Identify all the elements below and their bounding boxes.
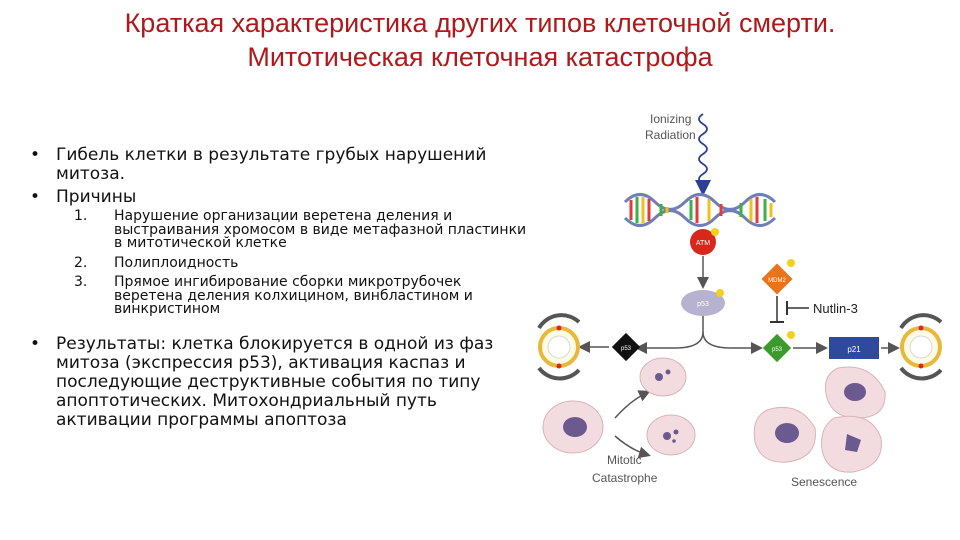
bullet-causes-text: Причины — [56, 187, 137, 207]
bullet-death: • Гибель клетки в результате грубых нару… — [30, 146, 530, 184]
cell-cycle-left — [537, 313, 581, 381]
p53-right-node — [762, 333, 792, 363]
radiation-label-1: Ionizing — [650, 112, 691, 126]
bullet-list: • Гибель клетки в результате грубых нару… — [30, 146, 530, 430]
radiation-label-2: Radiation — [645, 128, 696, 142]
bullet-results-text: Результаты: клетка блокируется в одной и… — [56, 333, 494, 430]
nutlin-label: Nutlin-3 — [813, 301, 858, 316]
title-line-1: Краткая характеристика других типов клет… — [124, 8, 836, 38]
slide-title: Краткая характеристика других типов клет… — [0, 6, 960, 74]
p53-branch-right — [702, 331, 763, 354]
mitotic-arrow-upper — [614, 390, 651, 419]
atm-node — [690, 229, 716, 255]
p21-node — [829, 337, 879, 359]
bullet-death-text: Гибель клетки в результате грубых наруше… — [56, 145, 487, 184]
senescent-cell-2 — [753, 406, 816, 463]
cause-text: Прямое ингибирование сборки микротрубоче… — [114, 274, 473, 317]
p53-right-label: p53 — [772, 347, 783, 353]
p53-left-label: p53 — [621, 346, 632, 352]
bullet-dot: • — [30, 333, 41, 354]
bullet-results: • Результаты: клетка блокируется в одной… — [30, 333, 526, 430]
radiation-pathway-diagram: Ionizing Radiation ATM MDM — [537, 112, 943, 489]
senescent-cell-3 — [821, 415, 882, 473]
bullet-dot: • — [30, 145, 41, 165]
mdm2-label: MDM2 — [768, 278, 786, 284]
mitotic-arrow-lower — [614, 435, 651, 459]
p53-right-phospho — [787, 331, 795, 339]
p21-label: p21 — [847, 345, 861, 354]
cause-text: Нарушение организации веретена деления и… — [114, 208, 527, 251]
mdm2-phospho — [787, 259, 795, 267]
bullet-dot: • — [30, 187, 41, 207]
title-line-2: Митотическая клеточная катастрофа — [247, 42, 713, 72]
cell-cycle-right — [899, 313, 943, 381]
cause-number: 2. — [74, 254, 88, 271]
radiation-wave — [698, 113, 708, 185]
senescence-label: Senescence — [791, 475, 857, 489]
cause-number: 1. — [74, 208, 88, 224]
p53-node — [681, 290, 725, 316]
p53-phospho — [716, 289, 724, 297]
mitotic-cell-upper — [639, 357, 687, 397]
cause-number: 3. — [74, 274, 88, 290]
dna-helix — [623, 193, 777, 227]
bullet-causes: • Причины — [30, 188, 530, 207]
mitotic-label-2: Catastrophe — [592, 471, 658, 485]
mitotic-cell-parent — [542, 400, 604, 454]
atm-phospho — [711, 228, 719, 236]
p53-label: p53 — [697, 301, 709, 308]
atm-label: ATM — [696, 240, 710, 247]
mitotic-cell-lower — [646, 414, 696, 456]
cause-item: 2. Полиплоидность — [30, 254, 530, 271]
mitotic-label-1: Mitotic — [607, 453, 642, 467]
cause-item: 1. Нарушение организации веретена делени… — [30, 208, 530, 251]
senescent-cell-1 — [824, 366, 886, 419]
causes-list: 1. Нарушение организации веретена делени… — [30, 208, 530, 317]
cause-text: Полиплоидность — [114, 254, 239, 271]
p53-left-node — [611, 332, 641, 362]
p53-branch-left — [635, 316, 704, 354]
cause-item: 3. Прямое ингибирование сборки микротруб… — [30, 274, 530, 317]
